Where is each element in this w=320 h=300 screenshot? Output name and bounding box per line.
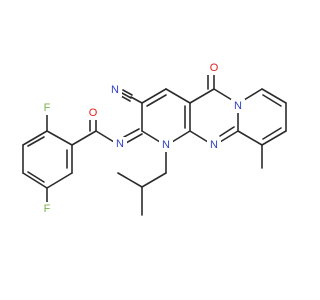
bond <box>261 130 287 146</box>
amide-oxygen-label: O <box>89 107 98 119</box>
bond <box>213 88 233 101</box>
molecule-canvas: N O O N N N N F F <box>22 61 287 216</box>
bond <box>95 130 115 143</box>
bond <box>262 94 282 107</box>
bond <box>22 130 48 146</box>
bond <box>219 130 239 143</box>
bond <box>261 88 287 104</box>
bond <box>123 128 140 138</box>
bond <box>141 130 161 143</box>
bond <box>122 89 133 96</box>
cyano-nitrogen-label: N <box>111 84 119 96</box>
bond <box>189 130 209 143</box>
bond <box>120 95 131 102</box>
molecule-structure: N O O N N N N F F <box>22 61 287 216</box>
bond <box>130 96 143 104</box>
bond <box>171 130 191 143</box>
bond <box>125 133 143 144</box>
bond <box>237 130 263 146</box>
ketone-oxygen-label: O <box>210 62 219 74</box>
ring-nitrogen-1-label: N <box>162 139 170 151</box>
fluorine-top-label: F <box>44 102 51 114</box>
bond <box>262 127 282 140</box>
pyrimidine-nitrogen-label: N <box>210 139 218 151</box>
bond <box>243 88 263 101</box>
bond <box>146 94 167 107</box>
bond <box>71 130 97 146</box>
bond <box>27 171 45 183</box>
bond <box>46 172 73 189</box>
fluorine-bottom-label: F <box>44 203 51 215</box>
bond <box>121 92 132 99</box>
bond <box>141 172 167 188</box>
bridgehead-nitrogen-label: N <box>234 100 242 112</box>
bond <box>117 172 143 188</box>
bond <box>189 88 215 104</box>
bond <box>22 172 48 189</box>
imine-nitrogen-label: N <box>116 138 124 150</box>
bonds <box>22 74 287 216</box>
atom-labels: N O O N N N N F F <box>40 61 245 216</box>
bond <box>27 136 45 147</box>
bond <box>219 126 235 137</box>
bond <box>141 88 167 104</box>
bond <box>165 88 191 104</box>
bond <box>46 130 73 146</box>
